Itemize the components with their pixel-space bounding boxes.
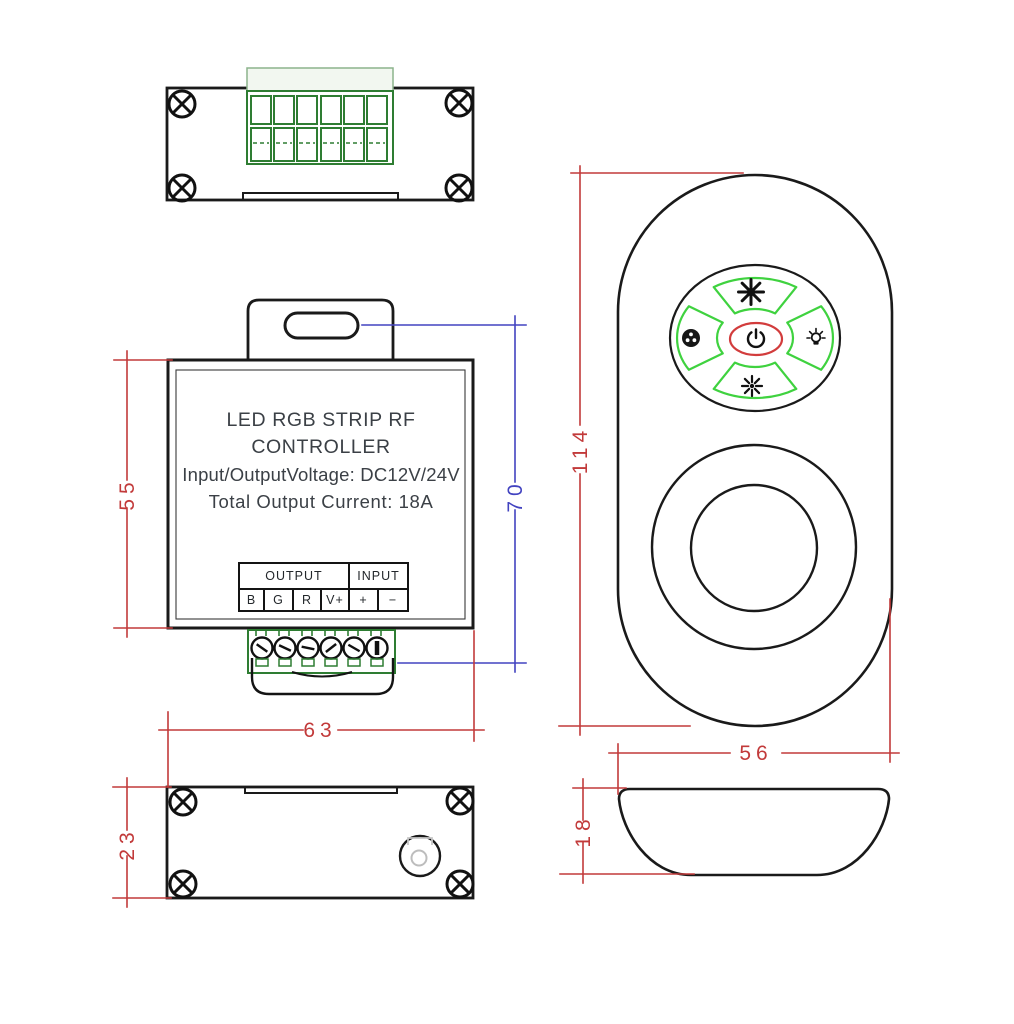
remote-body — [616, 173, 894, 728]
terminal-cells — [250, 95, 388, 162]
brightness-up-icon — [737, 278, 765, 306]
brightness-down-button — [712, 361, 798, 400]
terminal-wire-slots — [255, 658, 384, 667]
screw-icon — [445, 786, 475, 816]
dimension-63 — [158, 630, 485, 788]
terminal-label-b: B — [240, 588, 263, 610]
terminal-label-r: R — [292, 588, 320, 610]
front-case-outline — [166, 358, 475, 630]
antenna-hole-inner — [410, 849, 428, 867]
screw-icon — [168, 787, 198, 817]
screw-icon — [167, 173, 197, 203]
front-view — [166, 298, 475, 696]
screw-icon — [444, 173, 474, 203]
dimension-23 — [112, 777, 172, 908]
power-button-ring — [728, 321, 784, 357]
terminal-label-vplus: V+ — [320, 588, 348, 610]
input-header: INPUT — [348, 564, 407, 588]
bottom-view-screws — [168, 786, 475, 899]
screw-icon — [167, 89, 197, 119]
dimension-114-label: 114 — [569, 426, 592, 474]
voltage-spec: Input/OutputVoltage: DC12V/24V — [182, 464, 460, 485]
front-case-inner-seam — [175, 369, 466, 620]
bottom-view — [165, 785, 475, 900]
bottom-view-lid-notch — [244, 787, 398, 794]
antenna-hole-detail — [407, 837, 433, 845]
color-wheel-icon — [682, 329, 700, 347]
touch-dial-inner-ring — [689, 483, 819, 613]
dimension-70-label: 70 — [504, 479, 527, 512]
terminal-housing-arc — [291, 671, 353, 678]
terminal-pin-ticks — [255, 629, 382, 636]
top-view-screws — [167, 88, 474, 203]
current-spec: Total Output Current: 18A — [208, 491, 434, 512]
remote-side-view — [617, 787, 891, 877]
dimension-55-label: 55 — [116, 477, 139, 510]
top-view-terminal-block — [246, 67, 394, 165]
dimension-63-label: 63 — [303, 719, 336, 742]
screw-icon — [445, 869, 475, 899]
front-label-text: LED RGB STRIP RF CONTROLLER Input/Output… — [170, 407, 472, 515]
remote-side-profile — [617, 787, 891, 877]
brightness-down-icon — [740, 374, 764, 398]
dimension-23-label: 23 — [116, 827, 139, 860]
dimension-114 — [558, 165, 744, 736]
terminal-label-g: G — [263, 588, 292, 610]
button-segments — [675, 276, 835, 400]
top-view — [165, 67, 475, 203]
color-button — [675, 305, 724, 371]
light-bulb-icon — [806, 327, 826, 345]
button-cluster-outline — [668, 263, 842, 413]
front-terminal-block — [247, 629, 396, 696]
dimension-70 — [361, 315, 527, 673]
dimension-56-label: 56 — [739, 742, 772, 765]
dimension-18-label: 18 — [572, 814, 595, 847]
dimension-55 — [113, 350, 173, 638]
terminal-label-plus: + — [348, 588, 377, 610]
screw-icon — [168, 869, 198, 899]
remote-front-view — [616, 173, 894, 728]
terminal-housing — [250, 658, 395, 696]
product-title: LED RGB STRIP RF CONTROLLER — [226, 409, 416, 458]
top-view-lid-notch — [242, 192, 399, 200]
dimensions-layer: 55 70 63 23 114 56 — [112, 165, 900, 908]
mounting-slot — [283, 311, 360, 340]
antenna-hole — [398, 834, 442, 878]
terminal-label-minus: − — [377, 588, 407, 610]
screw-icon — [444, 88, 474, 118]
power-icon — [746, 328, 766, 349]
dimension-18 — [559, 778, 695, 884]
touch-dial-outer-ring — [650, 443, 858, 651]
dimension-56 — [608, 598, 900, 795]
light-on-button — [786, 305, 835, 371]
output-header: OUTPUT — [265, 569, 323, 583]
brightness-up-button — [712, 276, 798, 315]
bottom-view-case-outline — [165, 785, 475, 900]
terminal-label-table: OUTPUT INPUT B G R V+ + − — [238, 562, 409, 612]
mounting-tab — [246, 298, 395, 360]
terminal-block-upper-lip — [246, 67, 394, 93]
